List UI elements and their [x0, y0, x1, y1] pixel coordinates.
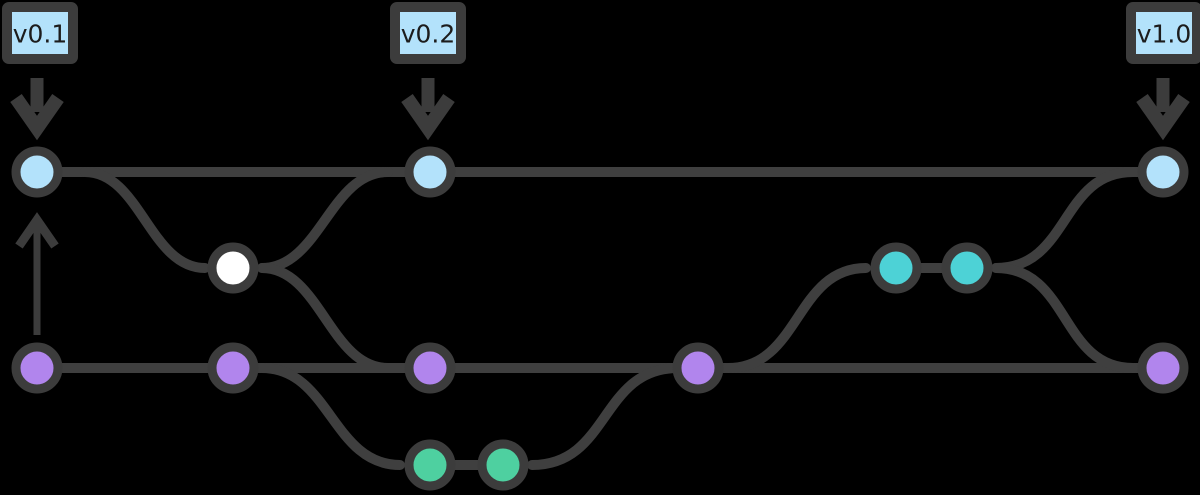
tag-arrow-head [1136, 93, 1190, 141]
git-edge [257, 363, 405, 470]
commit-node[interactable] [11, 342, 63, 394]
tag-arrow-head [10, 93, 64, 141]
commit-node[interactable] [941, 242, 993, 294]
commit-node[interactable] [207, 342, 259, 394]
commit-node[interactable] [672, 342, 724, 394]
commit-node[interactable] [477, 439, 529, 491]
commit-node[interactable] [207, 242, 259, 294]
promote-arrow [15, 212, 59, 335]
tag-arrow-head [401, 93, 455, 141]
tag-v0-2[interactable]: v0.2 [390, 2, 466, 141]
git-edge [723, 263, 871, 373]
tags-layer: v0.1 v0.2 v1.0 [2, 2, 1200, 141]
commit-node[interactable] [404, 146, 456, 198]
tag-v1-0[interactable]: v1.0 [1126, 2, 1200, 141]
promote-arrow-head [15, 212, 59, 249]
tag-label: v0.1 [13, 20, 68, 49]
commit-node[interactable] [404, 439, 456, 491]
commit-node[interactable] [1137, 146, 1189, 198]
tag-box[interactable] [1126, 2, 1200, 64]
git-edge [527, 363, 683, 470]
commit-node[interactable] [1137, 342, 1189, 394]
tag-label: v0.2 [401, 20, 456, 49]
commit-node[interactable] [870, 242, 922, 294]
git-edge [80, 167, 210, 273]
git-edge [991, 167, 1138, 273]
commit-node[interactable] [11, 146, 63, 198]
tag-label: v1.0 [1137, 20, 1192, 49]
git-edge [991, 263, 1138, 373]
git-edge [257, 167, 393, 273]
tag-box[interactable] [390, 2, 466, 64]
commit-node[interactable] [404, 342, 456, 394]
commit-nodes-layer [11, 146, 1189, 491]
tag-box[interactable] [2, 2, 78, 64]
tag-v0-1[interactable]: v0.1 [2, 2, 78, 141]
